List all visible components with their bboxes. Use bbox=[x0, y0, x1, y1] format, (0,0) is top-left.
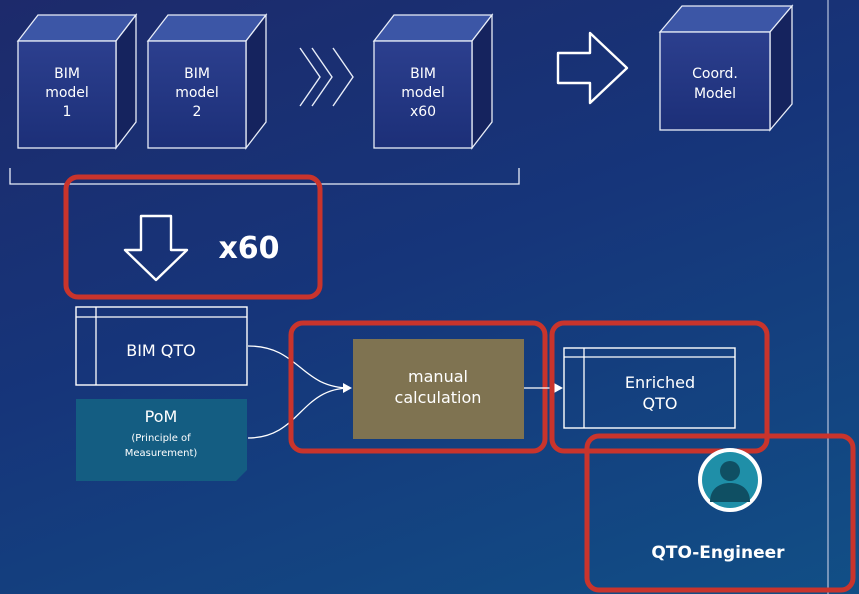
connector-pom bbox=[247, 387, 351, 439]
pom-sub1: (Principle of bbox=[131, 433, 191, 444]
bim-model-1-line2: model bbox=[45, 85, 89, 101]
highlight-box-enriched bbox=[549, 320, 770, 454]
highlight-box-calculation bbox=[288, 320, 548, 454]
bim-model-x60-line2: model bbox=[401, 85, 445, 101]
coord-model-line2: Model bbox=[694, 86, 736, 102]
bim-qto-label: BIM QTO bbox=[126, 341, 196, 360]
bim-model-x60-line1: BIM bbox=[410, 66, 436, 82]
highlight-box-multiplier bbox=[63, 174, 323, 300]
person-avatar-icon bbox=[698, 448, 762, 512]
enriched-qto-box: Enriched QTO bbox=[563, 347, 736, 429]
enriched-qto-line2: QTO bbox=[643, 394, 678, 413]
pom-sub2: Measurement) bbox=[125, 448, 198, 459]
enriched-qto-line1: Enriched bbox=[625, 373, 695, 392]
arrowhead-calc bbox=[343, 383, 352, 393]
coord-model-line1: Coord. bbox=[692, 66, 738, 82]
chevron-icon bbox=[299, 47, 354, 107]
pom-box: PoM (Principle of Measurement) bbox=[76, 399, 247, 481]
pom-title: PoM bbox=[145, 407, 178, 426]
coord-model-cube: Coord. Model bbox=[658, 4, 794, 132]
arrow-right-icon bbox=[556, 31, 629, 105]
connector-bim-qto bbox=[247, 345, 351, 389]
bim-model-cube-2: BIM model 2 bbox=[146, 13, 268, 150]
bim-qto-box: BIM QTO bbox=[75, 306, 248, 386]
models-bracket bbox=[9, 168, 520, 185]
highlight-box-engineer bbox=[584, 433, 856, 593]
manual-calculation-box: manual calculation bbox=[353, 339, 524, 439]
bim-model-cube-1: BIM model 1 bbox=[16, 13, 138, 150]
bim-model-x60-line3: x60 bbox=[410, 104, 436, 120]
bim-model-1-line3: 1 bbox=[63, 104, 72, 120]
bim-model-2-line3: 2 bbox=[193, 104, 202, 120]
manual-calc-line1: manual bbox=[408, 367, 468, 386]
manual-calc-line2: calculation bbox=[395, 388, 482, 407]
role-label: QTO-Engineer bbox=[651, 543, 785, 563]
bim-model-2-line1: BIM bbox=[184, 66, 210, 82]
arrow-down-icon bbox=[123, 214, 189, 282]
multiplier-label: x60 bbox=[218, 231, 279, 266]
arrowhead-enriched bbox=[554, 383, 563, 393]
bim-model-1-line1: BIM bbox=[54, 66, 80, 82]
bim-model-2-line2: model bbox=[175, 85, 219, 101]
bim-model-cube-x60: BIM model x60 bbox=[372, 13, 494, 150]
